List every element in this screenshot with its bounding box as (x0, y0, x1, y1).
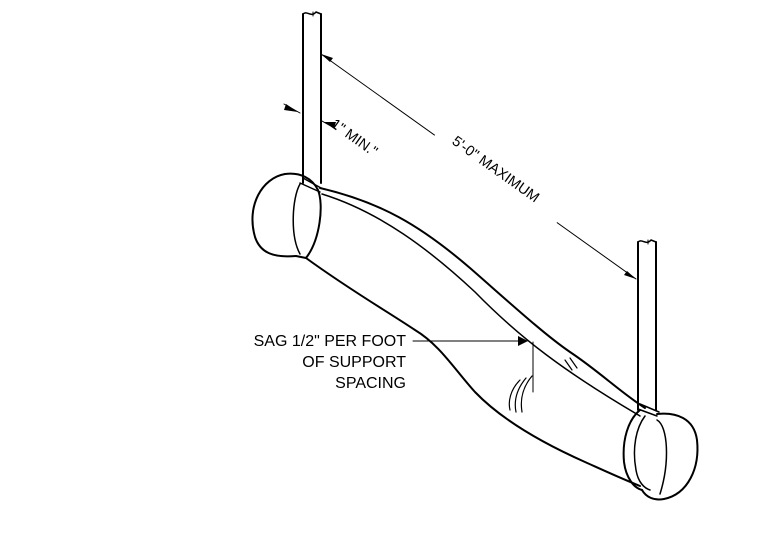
right-collar-band (622, 409, 643, 491)
min-offset-label: 1" MIN." (328, 116, 380, 160)
dimension-arrow-top (321, 54, 333, 62)
sag-note-line2: OF SUPPORT (302, 354, 406, 371)
left-duct-end-cap (251, 173, 297, 258)
left-collar-band (284, 172, 322, 259)
max-spacing-dimension: 5'-0" MAXIMUM (320, 53, 637, 280)
min-offset-dimension: 1" MIN." (283, 103, 380, 160)
sag-note-line1: SAG 1/2" PER FOOT (254, 333, 407, 350)
right-hanger-strap (637, 239, 657, 411)
flexible-duct (251, 172, 699, 501)
right-duct-end-cap (641, 412, 699, 501)
sag-leader-arrow (518, 336, 528, 346)
duct-upper-outline (319, 187, 646, 409)
sag-note-line3: SPACING (335, 375, 406, 392)
dimension-arrow-bottom (624, 271, 636, 279)
sag-note: SAG 1/2" PER FOOT OF SUPPORT SPACING (254, 333, 534, 393)
left-hanger-strap (302, 11, 322, 184)
duct-lower-outline (305, 257, 641, 487)
